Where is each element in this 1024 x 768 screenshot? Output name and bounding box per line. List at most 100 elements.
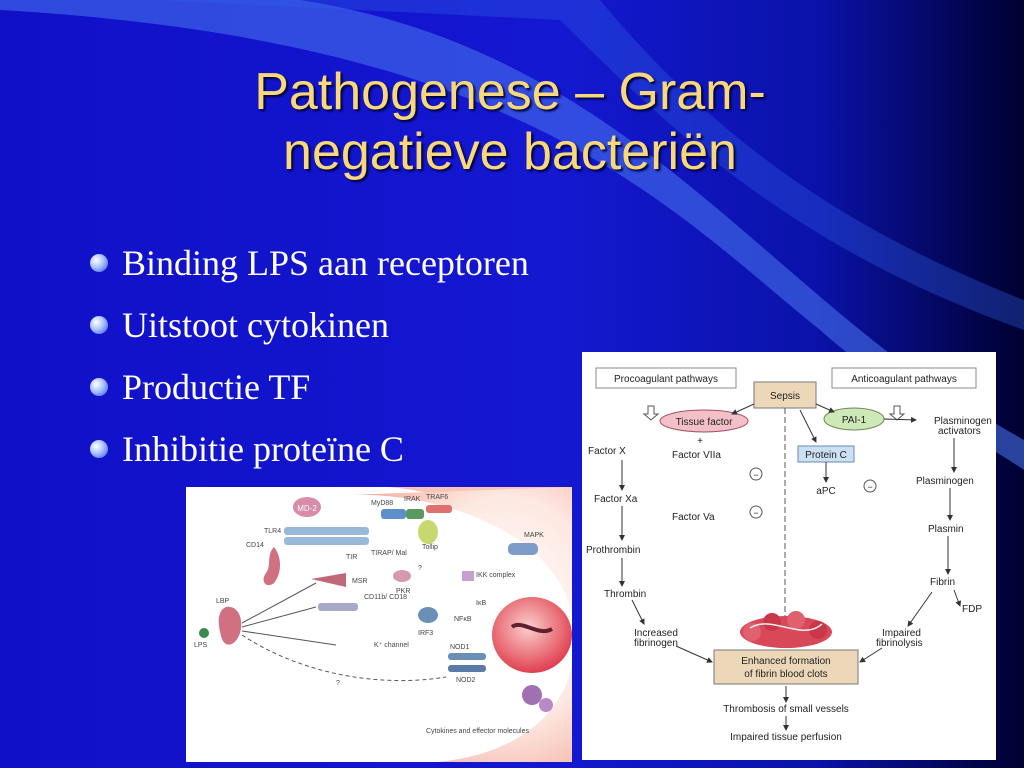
bullet-text: Uitstoot cytokinen (122, 305, 389, 345)
factor-viia-label: Factor VIIa (672, 450, 721, 461)
md2-protein (293, 497, 321, 517)
protein-c-label: Protein C (805, 450, 847, 461)
cd14-protein (263, 547, 280, 586)
nfkb-label: NFκB (454, 616, 472, 623)
impaired-fibrinolysis-label: Impaired (882, 628, 921, 639)
factor-x-label: Factor X (588, 446, 626, 457)
mapk-protein (508, 543, 538, 555)
traf6-label: TRAF6 (426, 494, 448, 501)
pkr-label: PKR (396, 588, 410, 595)
bullet-text: Inhibitie proteïne C (122, 429, 404, 469)
nod1-protein (448, 653, 486, 660)
blood-clot-cluster (740, 611, 832, 648)
lps-signaling-figure: MD-2 TLR4 CD14 MyD88 IRAK TRAF6 Tollip T… (186, 487, 572, 762)
ikk-label: IKK complex (476, 572, 516, 579)
pkr-protein (393, 570, 411, 582)
nucleus (492, 597, 572, 673)
anticoagulant-label: Anticoagulant pathways (851, 374, 957, 385)
plasminogen-activators-label: activators (938, 426, 981, 437)
mapk-label: MAPK (524, 532, 544, 539)
lps-label: LPS (194, 642, 208, 649)
bullet-item: Inhibitie proteïne C (90, 418, 529, 480)
arrow (241, 582, 317, 624)
q-label: ? (336, 680, 340, 687)
msr-receptor (311, 573, 346, 587)
tir-label: TIR (346, 554, 357, 561)
tollip-protein (418, 520, 438, 544)
cytoplasm (346, 487, 572, 762)
lbp-label: LBP (216, 598, 230, 605)
arrow (241, 606, 317, 628)
bullet-list: Binding LPS aan receptoren Uitstoot cyto… (90, 232, 529, 480)
minus-label: − (753, 470, 758, 480)
cytokines-label: Cytokines and effector molecules (426, 728, 529, 735)
factor-xa-label: Factor Xa (594, 494, 638, 505)
impaired-fibrinolysis-label: fibrinolysis (876, 638, 923, 649)
fdp-label: FDP (962, 604, 982, 615)
mydd8-label: MyD88 (371, 500, 393, 507)
bullet-item: Uitstoot cytokinen (90, 294, 529, 356)
irf3-label: IRF3 (418, 630, 433, 637)
enhanced-formation-label: of fibrin blood clots (744, 669, 827, 680)
dna-strand (510, 623, 553, 633)
traf6-protein (426, 505, 452, 513)
plasminogen-label: Plasminogen (916, 476, 974, 487)
tirap-label: TIRAP/ Mal (371, 550, 407, 557)
factor-va-label: Factor Va (672, 512, 715, 523)
bullet-text: Binding LPS aan receptoren (122, 243, 529, 283)
sepsis-label: Sepsis (770, 391, 800, 402)
anticoagulant-box (831, 367, 977, 389)
tissue-factor-label: Tissue factor (676, 417, 734, 428)
q-label: ? (418, 565, 422, 572)
kchannel-label: K⁺ channel (374, 642, 409, 649)
bullet-item: Productie TF (90, 356, 529, 418)
inhibit-icon (749, 467, 763, 481)
fibrin-label: Fibrin (930, 577, 955, 588)
lbp-protein (218, 606, 242, 645)
irak-protein (406, 509, 424, 519)
prothrombin-label: Prothrombin (586, 545, 640, 556)
increase-arrow-icon (642, 405, 660, 421)
thrombin-label: Thrombin (604, 589, 646, 600)
tollip-label: Tollip (422, 544, 438, 551)
inhibit-icon (749, 505, 763, 519)
cd14-label: CD14 (246, 542, 264, 549)
dashed-arrow (241, 634, 447, 682)
bullet-item: Binding LPS aan receptoren (90, 232, 529, 294)
arrow (241, 630, 337, 646)
sepsis-box (753, 381, 817, 409)
cd11b-receptor (318, 603, 358, 611)
increase-arrow-icon (888, 405, 906, 421)
tlr4-receptor (284, 527, 369, 535)
enhanced-formation-box (713, 649, 859, 685)
msr-label: MSR (352, 578, 368, 585)
nod2-label: NOD2 (456, 677, 476, 684)
inhibit-icon (863, 479, 877, 493)
bullet-text: Productie TF (122, 367, 311, 407)
ikk-complex (462, 571, 474, 581)
minus-label: − (867, 482, 872, 492)
tissue-factor-node (659, 409, 749, 433)
nod1-label: NOD1 (450, 644, 470, 651)
perfusion-label: Impaired tissue perfusion (730, 732, 842, 743)
bullet-dot-icon (90, 316, 108, 334)
slide-title: Pathogenese – Gram-negatieve bacteriën (254, 63, 766, 181)
bullet-dot-icon (90, 378, 108, 396)
irak-label: IRAK (404, 496, 421, 503)
enhanced-formation-label: Enhanced formation (741, 656, 831, 667)
pai1-label: PAI-1 (842, 415, 867, 426)
lps-molecule-icon (199, 628, 209, 638)
md2-label: MD-2 (297, 504, 317, 513)
minus-label: − (753, 508, 758, 518)
cd11b-label: CD11b/ CD18 (364, 594, 407, 601)
pathway-arrows (619, 403, 962, 731)
bullet-dot-icon (90, 440, 108, 458)
tlr4-receptor (284, 537, 369, 545)
apc-label: aPC (816, 486, 835, 497)
cytokine-granule (539, 698, 553, 712)
bullet-dot-icon (90, 254, 108, 272)
plasmin-label: Plasmin (928, 524, 964, 535)
coagulation-diagram: Procoagulant pathways Anticoagulant path… (586, 367, 992, 743)
procoagulant-box (595, 367, 737, 389)
ikb-label: IκB (476, 600, 486, 607)
